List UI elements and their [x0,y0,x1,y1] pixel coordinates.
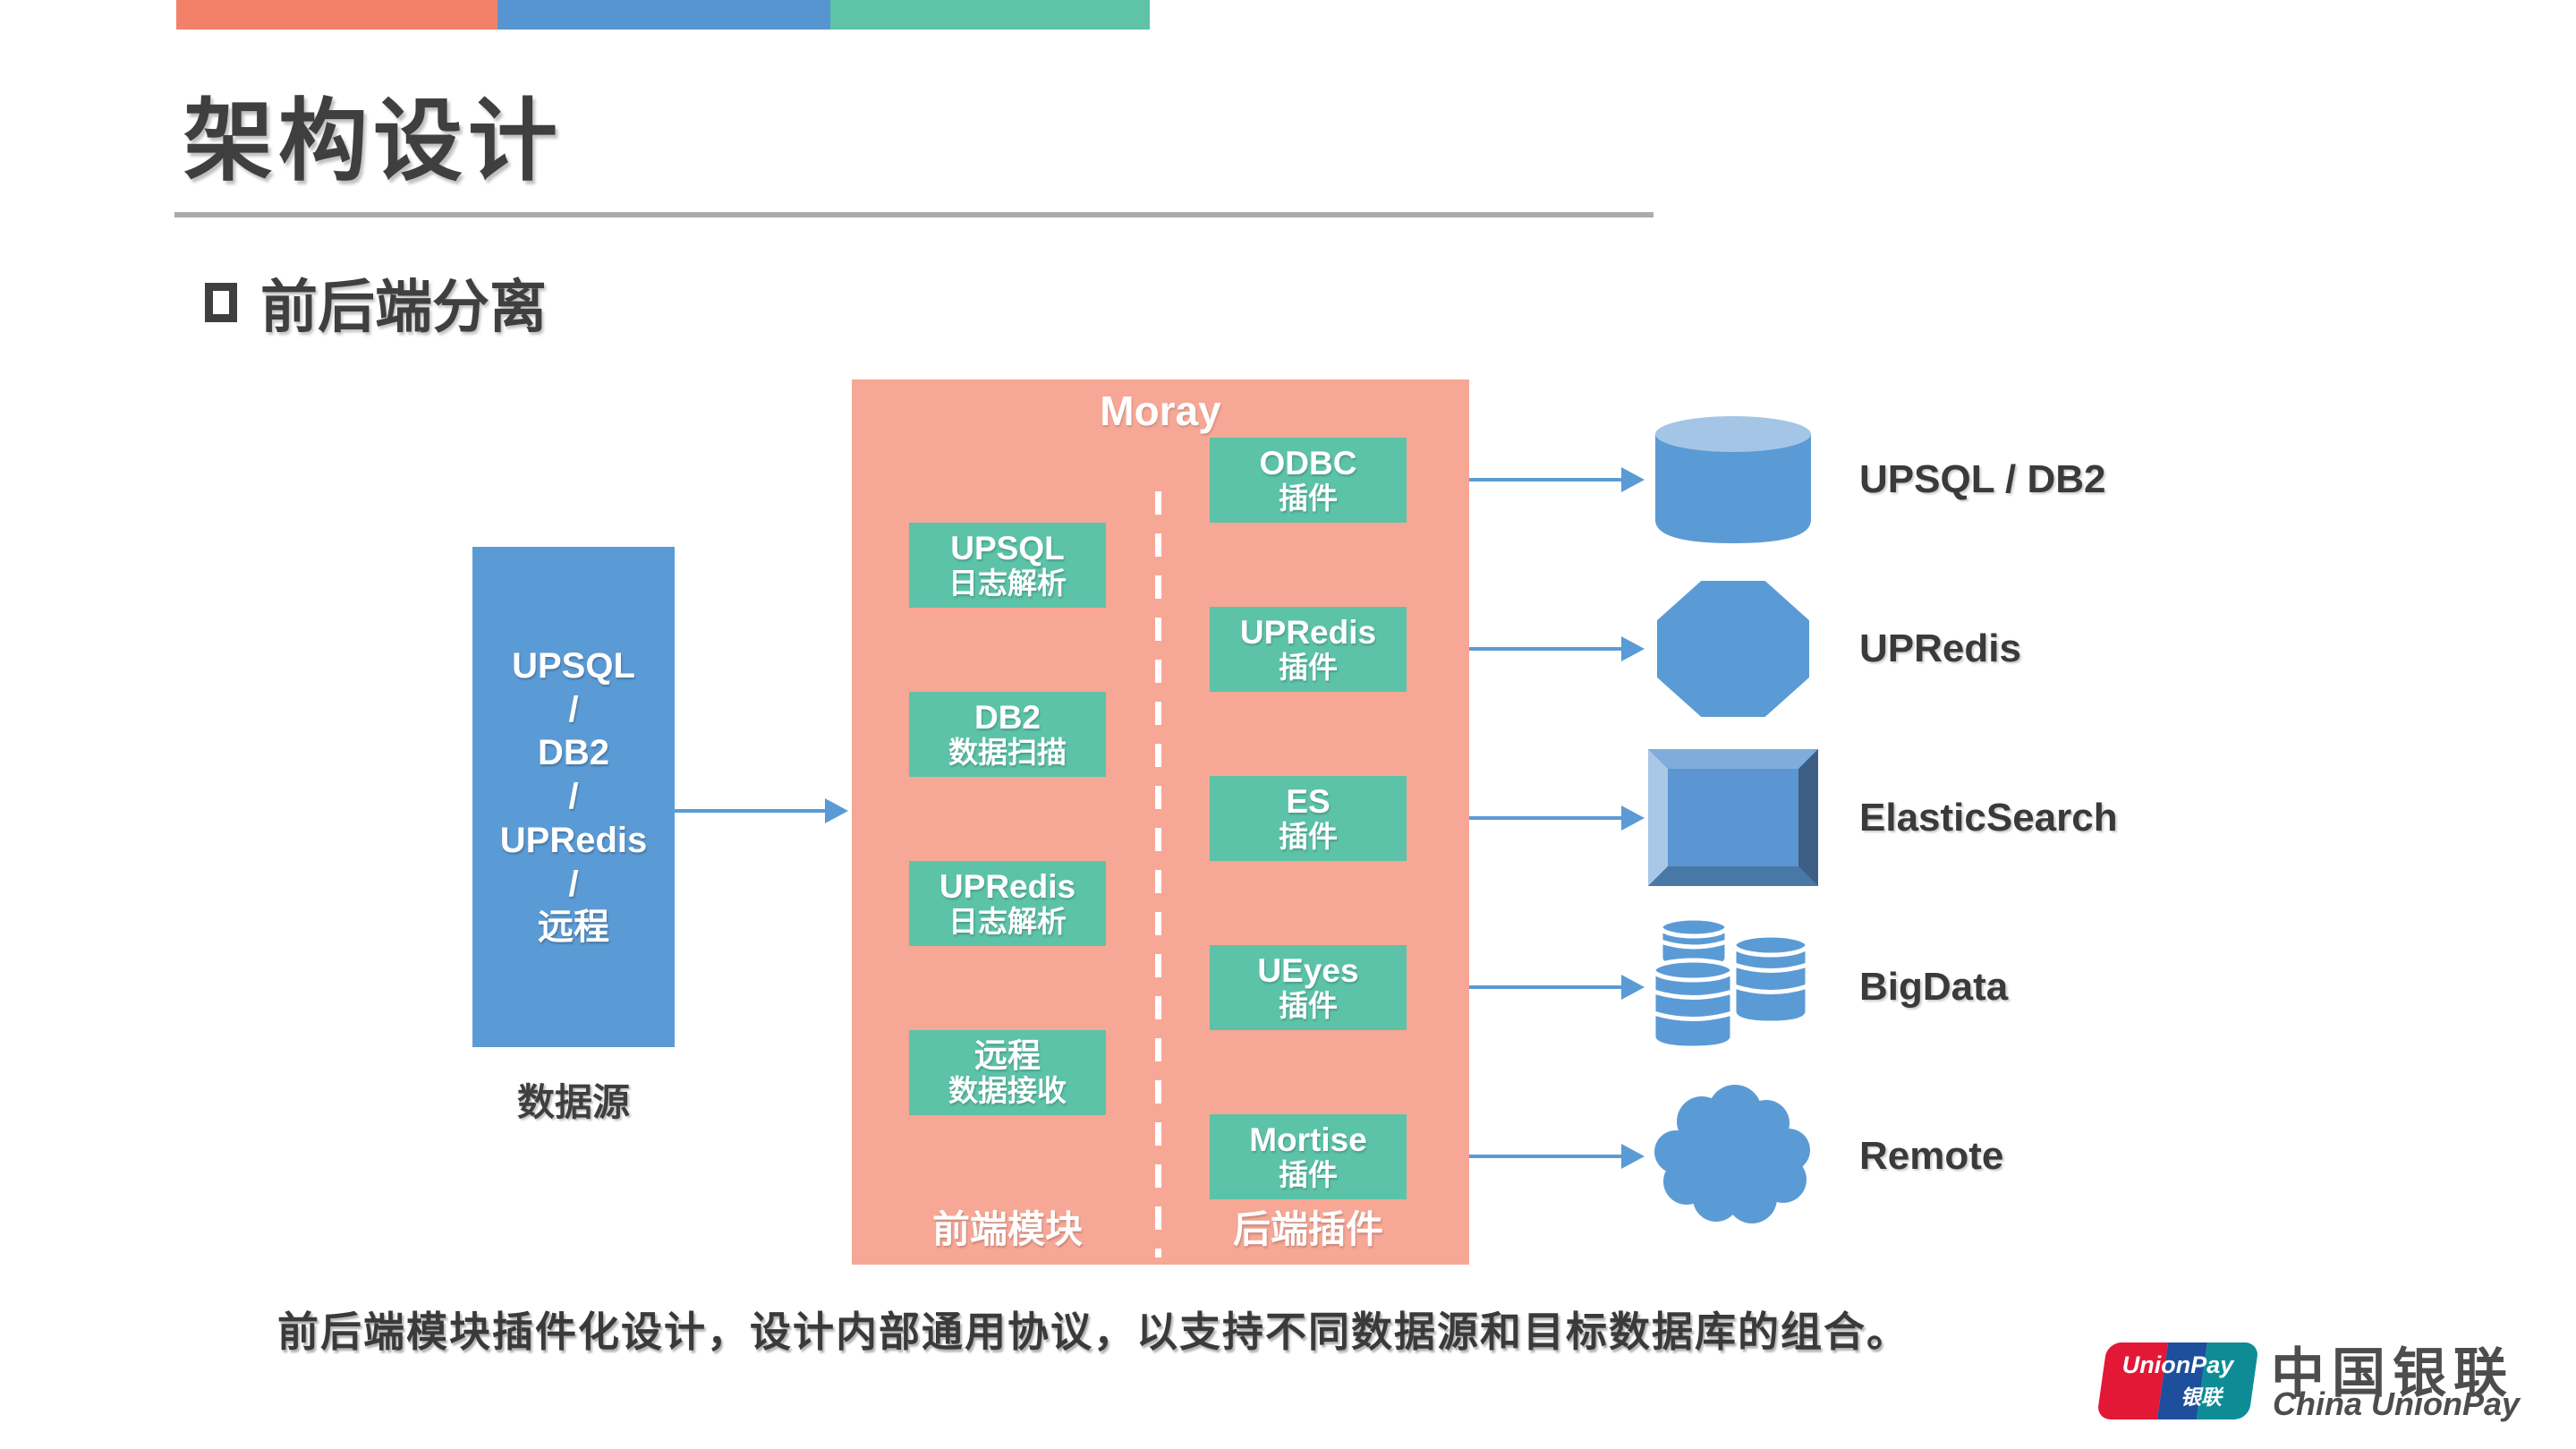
flow-arrow-to-remote [1469,1155,1621,1158]
flow-arrow-to-bigdata [1469,985,1621,989]
plugin-subtitle: 插件 [1279,819,1338,853]
octagon-icon [1648,581,1818,717]
flow-arrow-to-upsql-db2 [1469,478,1621,482]
frontend-module-upredis: UPRedis 日志解析 [909,861,1106,946]
flow-arrow-source-to-moray [675,809,825,813]
module-title: UPSQL [950,530,1065,567]
section-heading: 前后端分离 [205,261,547,344]
target-label-bigdata: BigData [1859,965,2009,1009]
plugin-title: ODBC [1259,445,1357,482]
module-subtitle: 数据接收 [948,1073,1067,1107]
backend-plugin-odbc: ODBC 插件 [1210,438,1407,523]
flow-arrow-to-elasticsearch [1469,816,1621,820]
unionpay-name-en: China UnionPay [2273,1385,2521,1422]
plugin-subtitle: 插件 [1279,1157,1338,1191]
module-title: DB2 [973,699,1041,737]
square-bullet-icon [205,283,237,322]
plugin-title: UEyes [1257,952,1359,990]
plugin-title: Mortise [1249,1121,1367,1159]
section-heading-label: 前后端分离 [260,275,547,339]
backend-plugin-es: ES 插件 [1210,776,1407,861]
module-subtitle: 日志解析 [948,904,1067,938]
plugin-subtitle: 插件 [1279,988,1338,1022]
target-label-upredis: UPRedis [1859,626,2021,670]
frontend-module-remote: 远程 数据接收 [909,1030,1106,1115]
source-line: UPSQL [512,645,635,686]
frontend-module-upsql: UPSQL 日志解析 [909,523,1106,608]
data-source-caption: 数据源 [516,1081,630,1123]
backend-column-label: 后端插件 [1232,1208,1383,1250]
plugin-subtitle: 插件 [1279,650,1338,684]
target-label-elasticsearch: ElasticSearch [1859,796,2118,840]
source-line: / [568,864,579,904]
plugin-subtitle: 插件 [1279,481,1338,515]
backend-plugin-ueyes: UEyes 插件 [1210,945,1407,1030]
source-line: DB2 [537,733,610,773]
data-source-box: UPSQL / DB2 / UPRedis / 远程 [472,547,675,1047]
source-line: / [568,777,579,817]
page-title: 架构设计 [183,91,563,192]
database-stack-icon [1648,913,1818,1061]
frontend-module-db2: DB2 数据扫描 [909,692,1106,777]
module-subtitle: 日志解析 [948,566,1067,600]
unionpay-card-brand-cn: 银联 [2181,1385,2222,1409]
title-divider [174,212,1654,217]
backend-plugin-mortise: Mortise 插件 [1210,1114,1407,1199]
source-line: 远程 [538,908,609,948]
target-label-upsql-db2: UPSQL / DB2 [1859,457,2106,501]
database-cylinder-icon [1648,411,1818,549]
accent-bar-blue [497,0,830,30]
accent-bar-teal [830,0,1150,30]
plugin-title: UPRedis [1239,614,1377,652]
flow-arrow-to-upredis [1469,647,1621,651]
module-title: UPRedis [939,868,1076,906]
footer-note: 前后端模块插件化设计，设计内部通用协议，以支持不同数据源和目标数据库的组合。 [277,1308,1909,1355]
moray-title: Moray [1100,388,1221,434]
plugin-title: ES [1286,783,1331,821]
unionpay-name-cn: 中国银联 [2271,1343,2514,1403]
unionpay-card-brand: UnionPay [2121,1351,2234,1378]
module-subtitle: 数据扫描 [948,735,1067,769]
module-title: 远程 [974,1037,1041,1075]
frontend-backend-divider [1155,491,1161,1257]
accent-bar-salmon [176,0,497,30]
backend-plugin-upredis: UPRedis 插件 [1210,607,1407,692]
source-line: UPRedis [499,820,648,860]
bevel-square-icon [1648,749,1818,886]
frontend-column-label: 前端模块 [931,1208,1083,1250]
source-line: / [568,689,579,729]
target-label-remote: Remote [1859,1134,2004,1178]
cloud-icon [1648,1081,1818,1229]
